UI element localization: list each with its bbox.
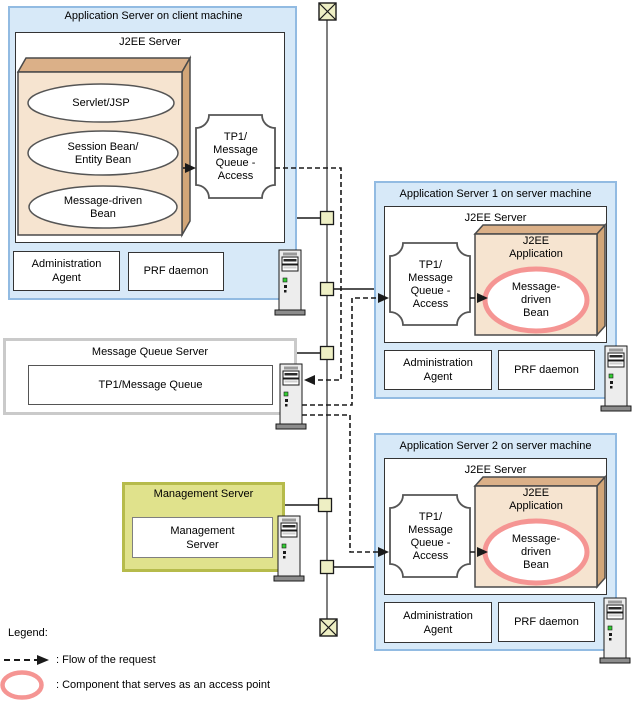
app2-mdb-label: Message- driven Bean (511, 533, 561, 571)
client-prf-daemon-box (128, 252, 224, 291)
app1-mdb-label: Message- driven Bean (511, 281, 561, 319)
client-tp1-access-label: TP1/ Message Queue - Access (213, 130, 258, 182)
network-node (319, 559, 335, 575)
app1-admin-agent-label: Administration Agent (403, 357, 473, 383)
management-server-inner-box (132, 517, 273, 558)
app1-tp1-access-label: TP1/ Message Queue - Access (408, 258, 453, 310)
app2-prf-daemon-label: PRF daemon (514, 615, 579, 628)
mq-server-title: Message Queue Server (91, 346, 209, 358)
network-node (319, 345, 335, 361)
management-server-label: Management Server (170, 524, 235, 551)
legend-flow-arrow-icon (4, 655, 49, 665)
servlet-jsp-label: Servlet/JSP (72, 96, 130, 109)
app1-j2ee-application-label: J2EE Application (509, 235, 563, 260)
client-mdb-label: Message-driven Bean (63, 194, 143, 220)
client-admin-agent-box (13, 251, 120, 291)
legend-flow-label: : Flow of the request (56, 653, 156, 666)
app2-admin-agent-label: Administration Agent (403, 609, 473, 636)
app2-j2ee-title: J2EE Server (464, 464, 527, 476)
app2-title: Application Server 2 on server machine (399, 439, 592, 452)
app1-title: Application Server 1 on server machine (399, 187, 592, 200)
session-entity-label: Session Bean/ Entity Bean (67, 140, 139, 166)
app2-j2ee-application-label: J2EE Application (509, 487, 563, 512)
network-endpoint-top-icon (318, 2, 337, 21)
legend-access-point-label: : Component that serves as an access poi… (56, 678, 271, 691)
network-node (317, 497, 333, 513)
app2-tp1-access-label: TP1/ Message Queue - Access (408, 510, 453, 562)
app1-j2ee-title: J2EE Server (464, 212, 527, 224)
network-endpoint-bottom-icon (319, 618, 338, 637)
app-server2-prf-daemon-box (498, 602, 595, 642)
tp1-message-queue-label: TP1/Message Queue (98, 378, 203, 391)
legend-access-point-icon (0, 670, 44, 700)
app1-prf-daemon-label: PRF daemon (514, 363, 579, 376)
client-prf-daemon-label: PRF daemon (143, 265, 209, 277)
legend-title: Legend: (8, 626, 48, 639)
flow-mq-to-app2 (302, 414, 379, 553)
app-server2-admin-agent-box (384, 602, 492, 643)
app-server1-admin-agent-box (384, 350, 492, 390)
tp1-message-queue-box (28, 365, 273, 405)
app-server1-prf-daemon-box (498, 350, 595, 390)
management-server-title: Management Server (153, 487, 254, 500)
client-server-title: Application Server on client machine (64, 9, 243, 22)
network-node-squares (317, 210, 335, 575)
client-j2ee-title: J2EE Server (119, 36, 181, 48)
client-admin-agent-label: Administration Agent (31, 258, 102, 284)
flow-mq-to-app1 (302, 297, 379, 406)
network-node (319, 210, 335, 226)
network-node (319, 281, 335, 297)
